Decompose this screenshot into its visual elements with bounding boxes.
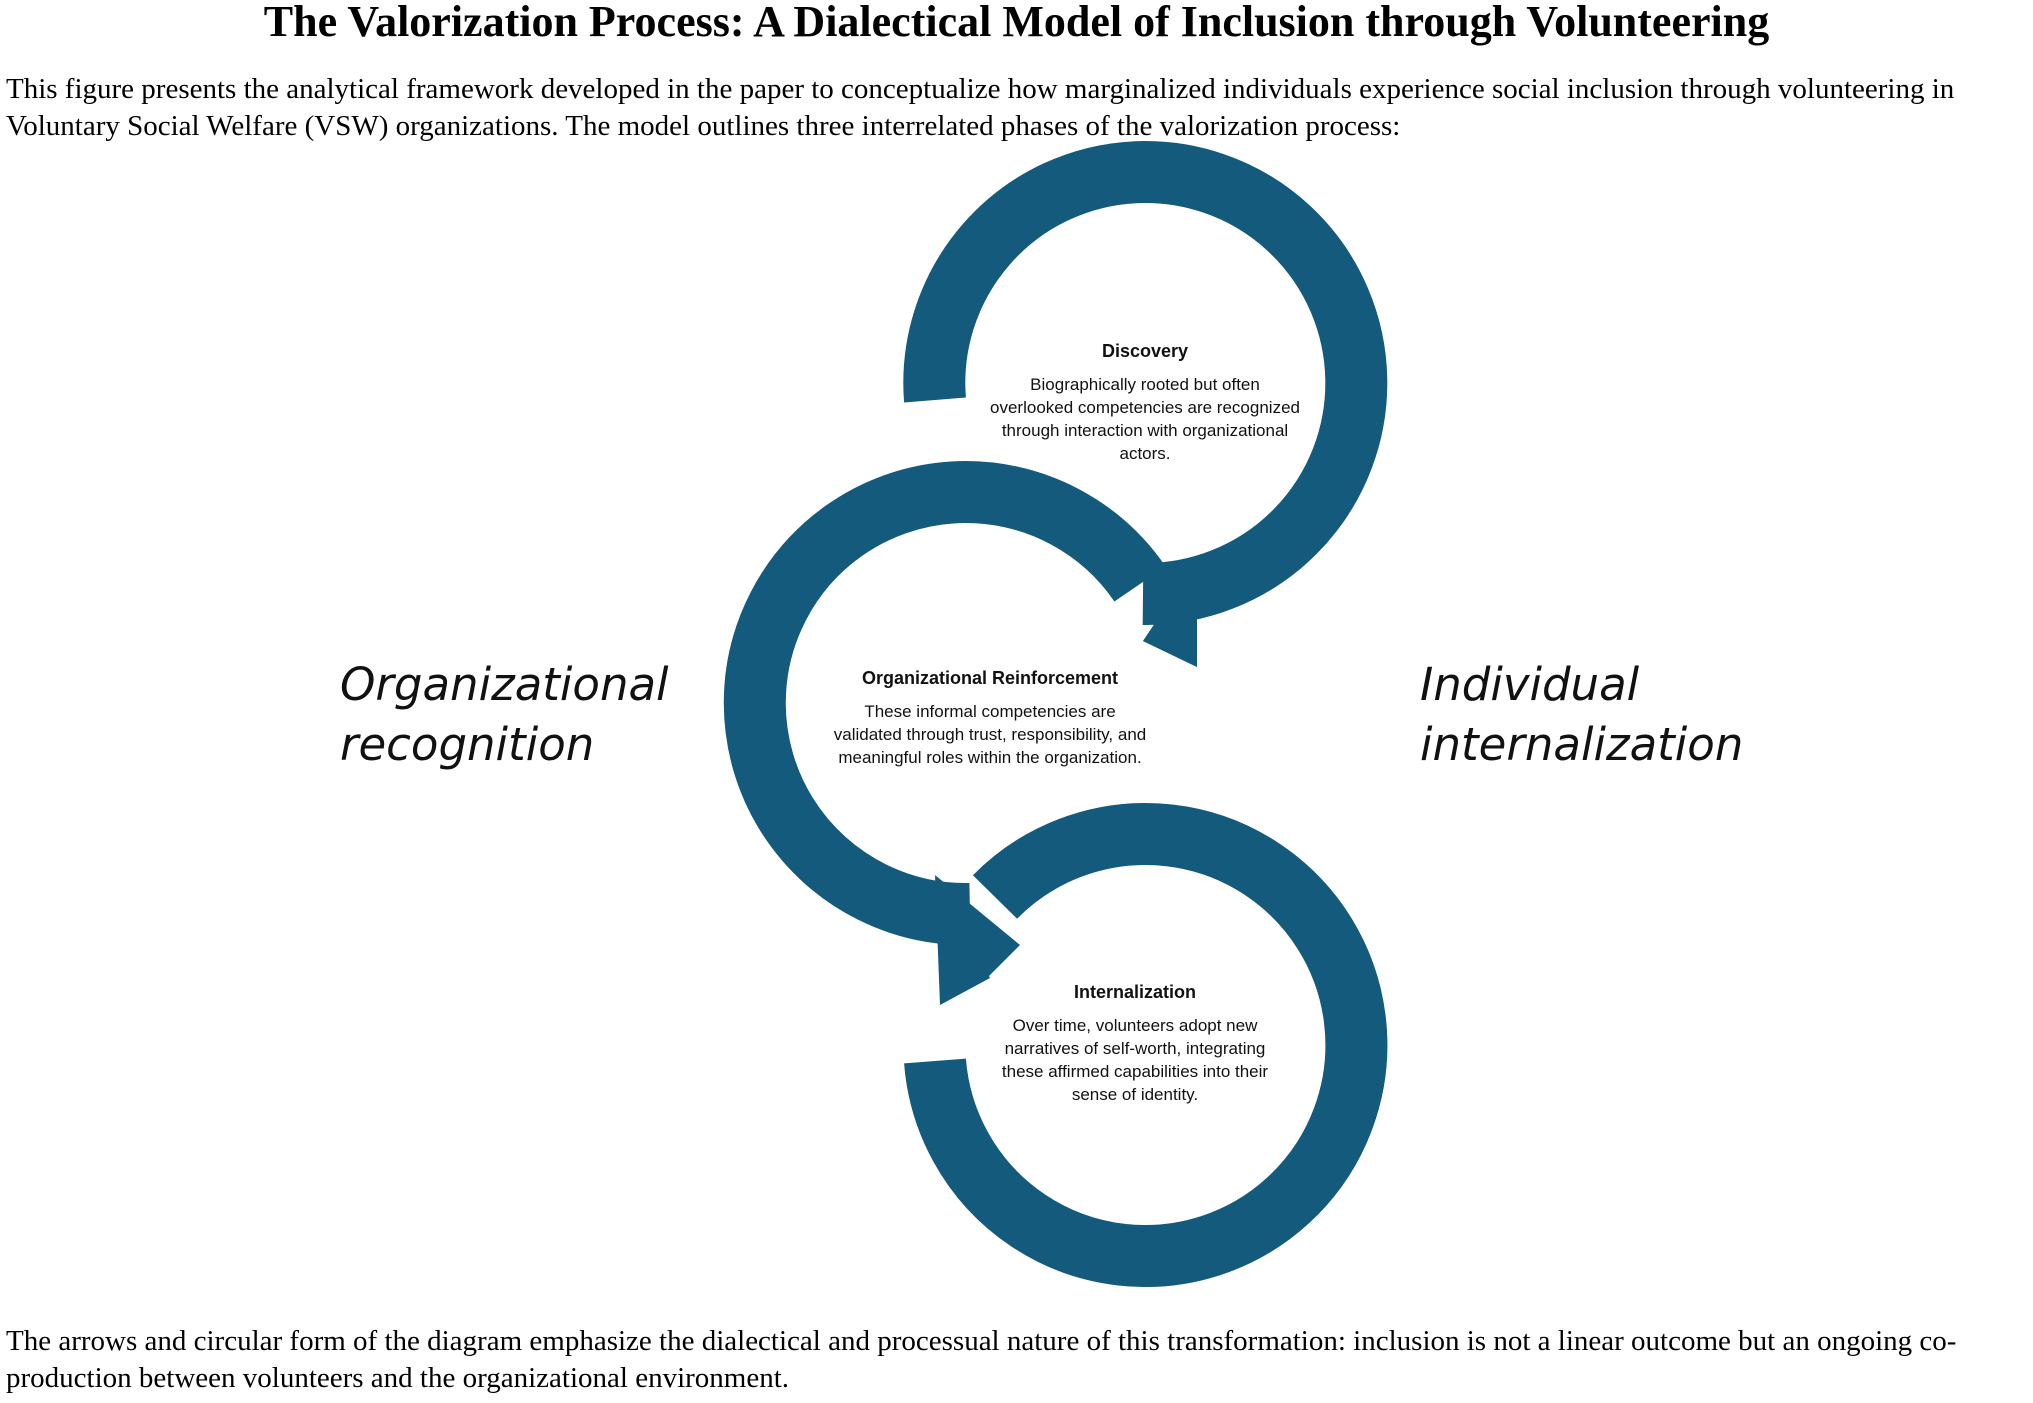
organizational-recognition-label: Organizational recognition <box>340 658 669 771</box>
phase-discovery: Discovery Biographically rooted but ofte… <box>990 339 1300 465</box>
individual-internalization-label: Individual internalization <box>1420 658 1744 771</box>
phase-reinforcement: Organizational Reinforcement These infor… <box>830 666 1150 769</box>
phase-reinforcement-description: These informal competencies are validate… <box>833 702 1147 767</box>
phase-reinforcement-title: Organizational Reinforcement <box>861 668 1119 688</box>
discovery-ring <box>903 141 1388 626</box>
phase-discovery-title: Discovery <box>1101 341 1189 361</box>
page-title: The Valorization Process: A Dialectical … <box>263 0 1770 46</box>
phase-internalization-title: Internalization <box>1073 982 1196 1002</box>
discovery-arrow-tip-icon <box>1143 560 1197 667</box>
reinforcement-arrow-tip-icon <box>935 875 1020 980</box>
internalization-ring <box>904 803 1388 1287</box>
phase-discovery-description: Biographically rooted but often overlook… <box>990 375 1300 463</box>
closing-paragraph: The arrows and circular form of the diag… <box>6 1325 1957 1394</box>
intro-paragraph: This figure presents the analytical fram… <box>6 73 1955 142</box>
reinforcement-arrowhead-icon <box>935 875 990 1005</box>
phase-internalization: Internalization Over time, volunteers ad… <box>985 980 1285 1106</box>
reinforcement-ring <box>723 461 1166 946</box>
phase-internalization-description: Over time, volunteers adopt new narrativ… <box>1001 1016 1269 1104</box>
